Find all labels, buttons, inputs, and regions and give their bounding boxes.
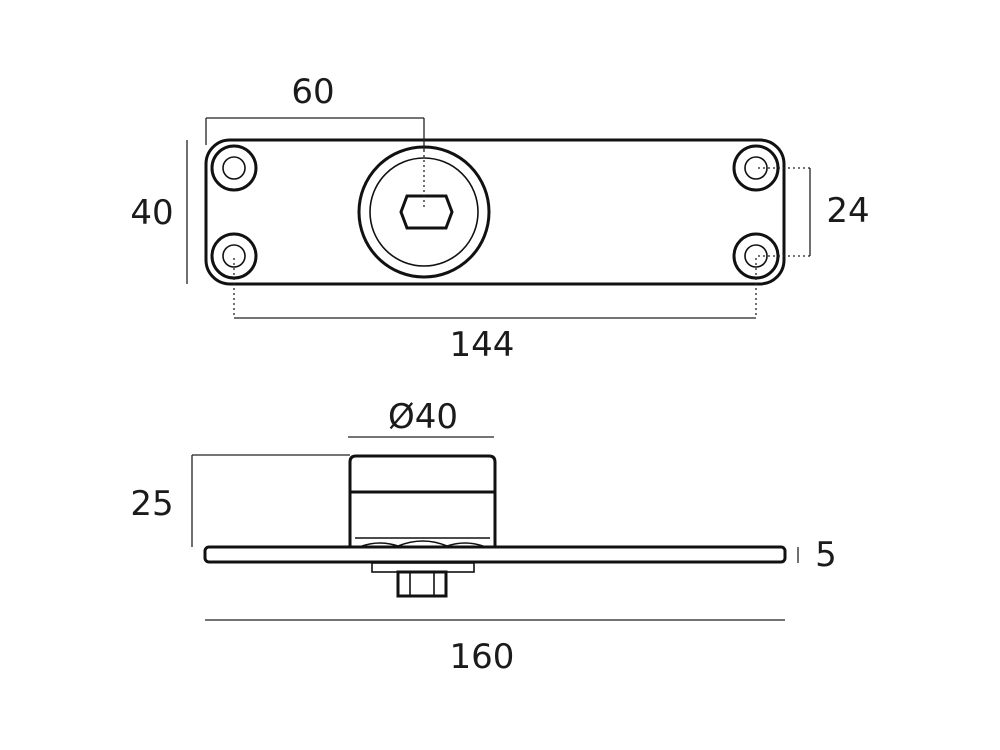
dimension-5-label: 5 bbox=[815, 535, 837, 575]
spindle-slot bbox=[399, 194, 454, 230]
dimension-144: 144 bbox=[233, 258, 757, 365]
side-view: 25 Ø40 5 bbox=[130, 397, 836, 677]
pivot-cylinder bbox=[348, 454, 497, 547]
mounting-hole-bottom-right bbox=[732, 232, 780, 280]
dimension-24-label: 24 bbox=[826, 191, 869, 231]
dimension-diameter-40-label: Ø40 bbox=[388, 397, 458, 437]
dimension-25: 25 bbox=[130, 454, 350, 547]
top-plate-outline bbox=[204, 138, 786, 286]
mounting-hole-bottom-left bbox=[210, 232, 258, 280]
dimension-5: 5 bbox=[797, 535, 837, 575]
dimension-60-label: 60 bbox=[291, 72, 334, 112]
dimension-60: 60 bbox=[205, 72, 425, 210]
dimension-40: 40 bbox=[130, 140, 188, 284]
side-plate bbox=[203, 545, 787, 564]
dimension-160: 160 bbox=[205, 619, 785, 677]
dimension-24: 24 bbox=[758, 167, 870, 257]
dimension-25-label: 25 bbox=[130, 484, 173, 524]
mounting-hole-top-right bbox=[732, 144, 780, 192]
dimension-diameter-40: Ø40 bbox=[348, 397, 494, 438]
spindle-stub bbox=[371, 562, 475, 598]
dimension-144-label: 144 bbox=[450, 325, 515, 365]
top-view: 60 40 24 144 bbox=[130, 72, 869, 365]
dimension-40-label: 40 bbox=[130, 193, 173, 233]
mounting-hole-top-left bbox=[210, 144, 258, 192]
dimension-160-label: 160 bbox=[450, 637, 515, 677]
